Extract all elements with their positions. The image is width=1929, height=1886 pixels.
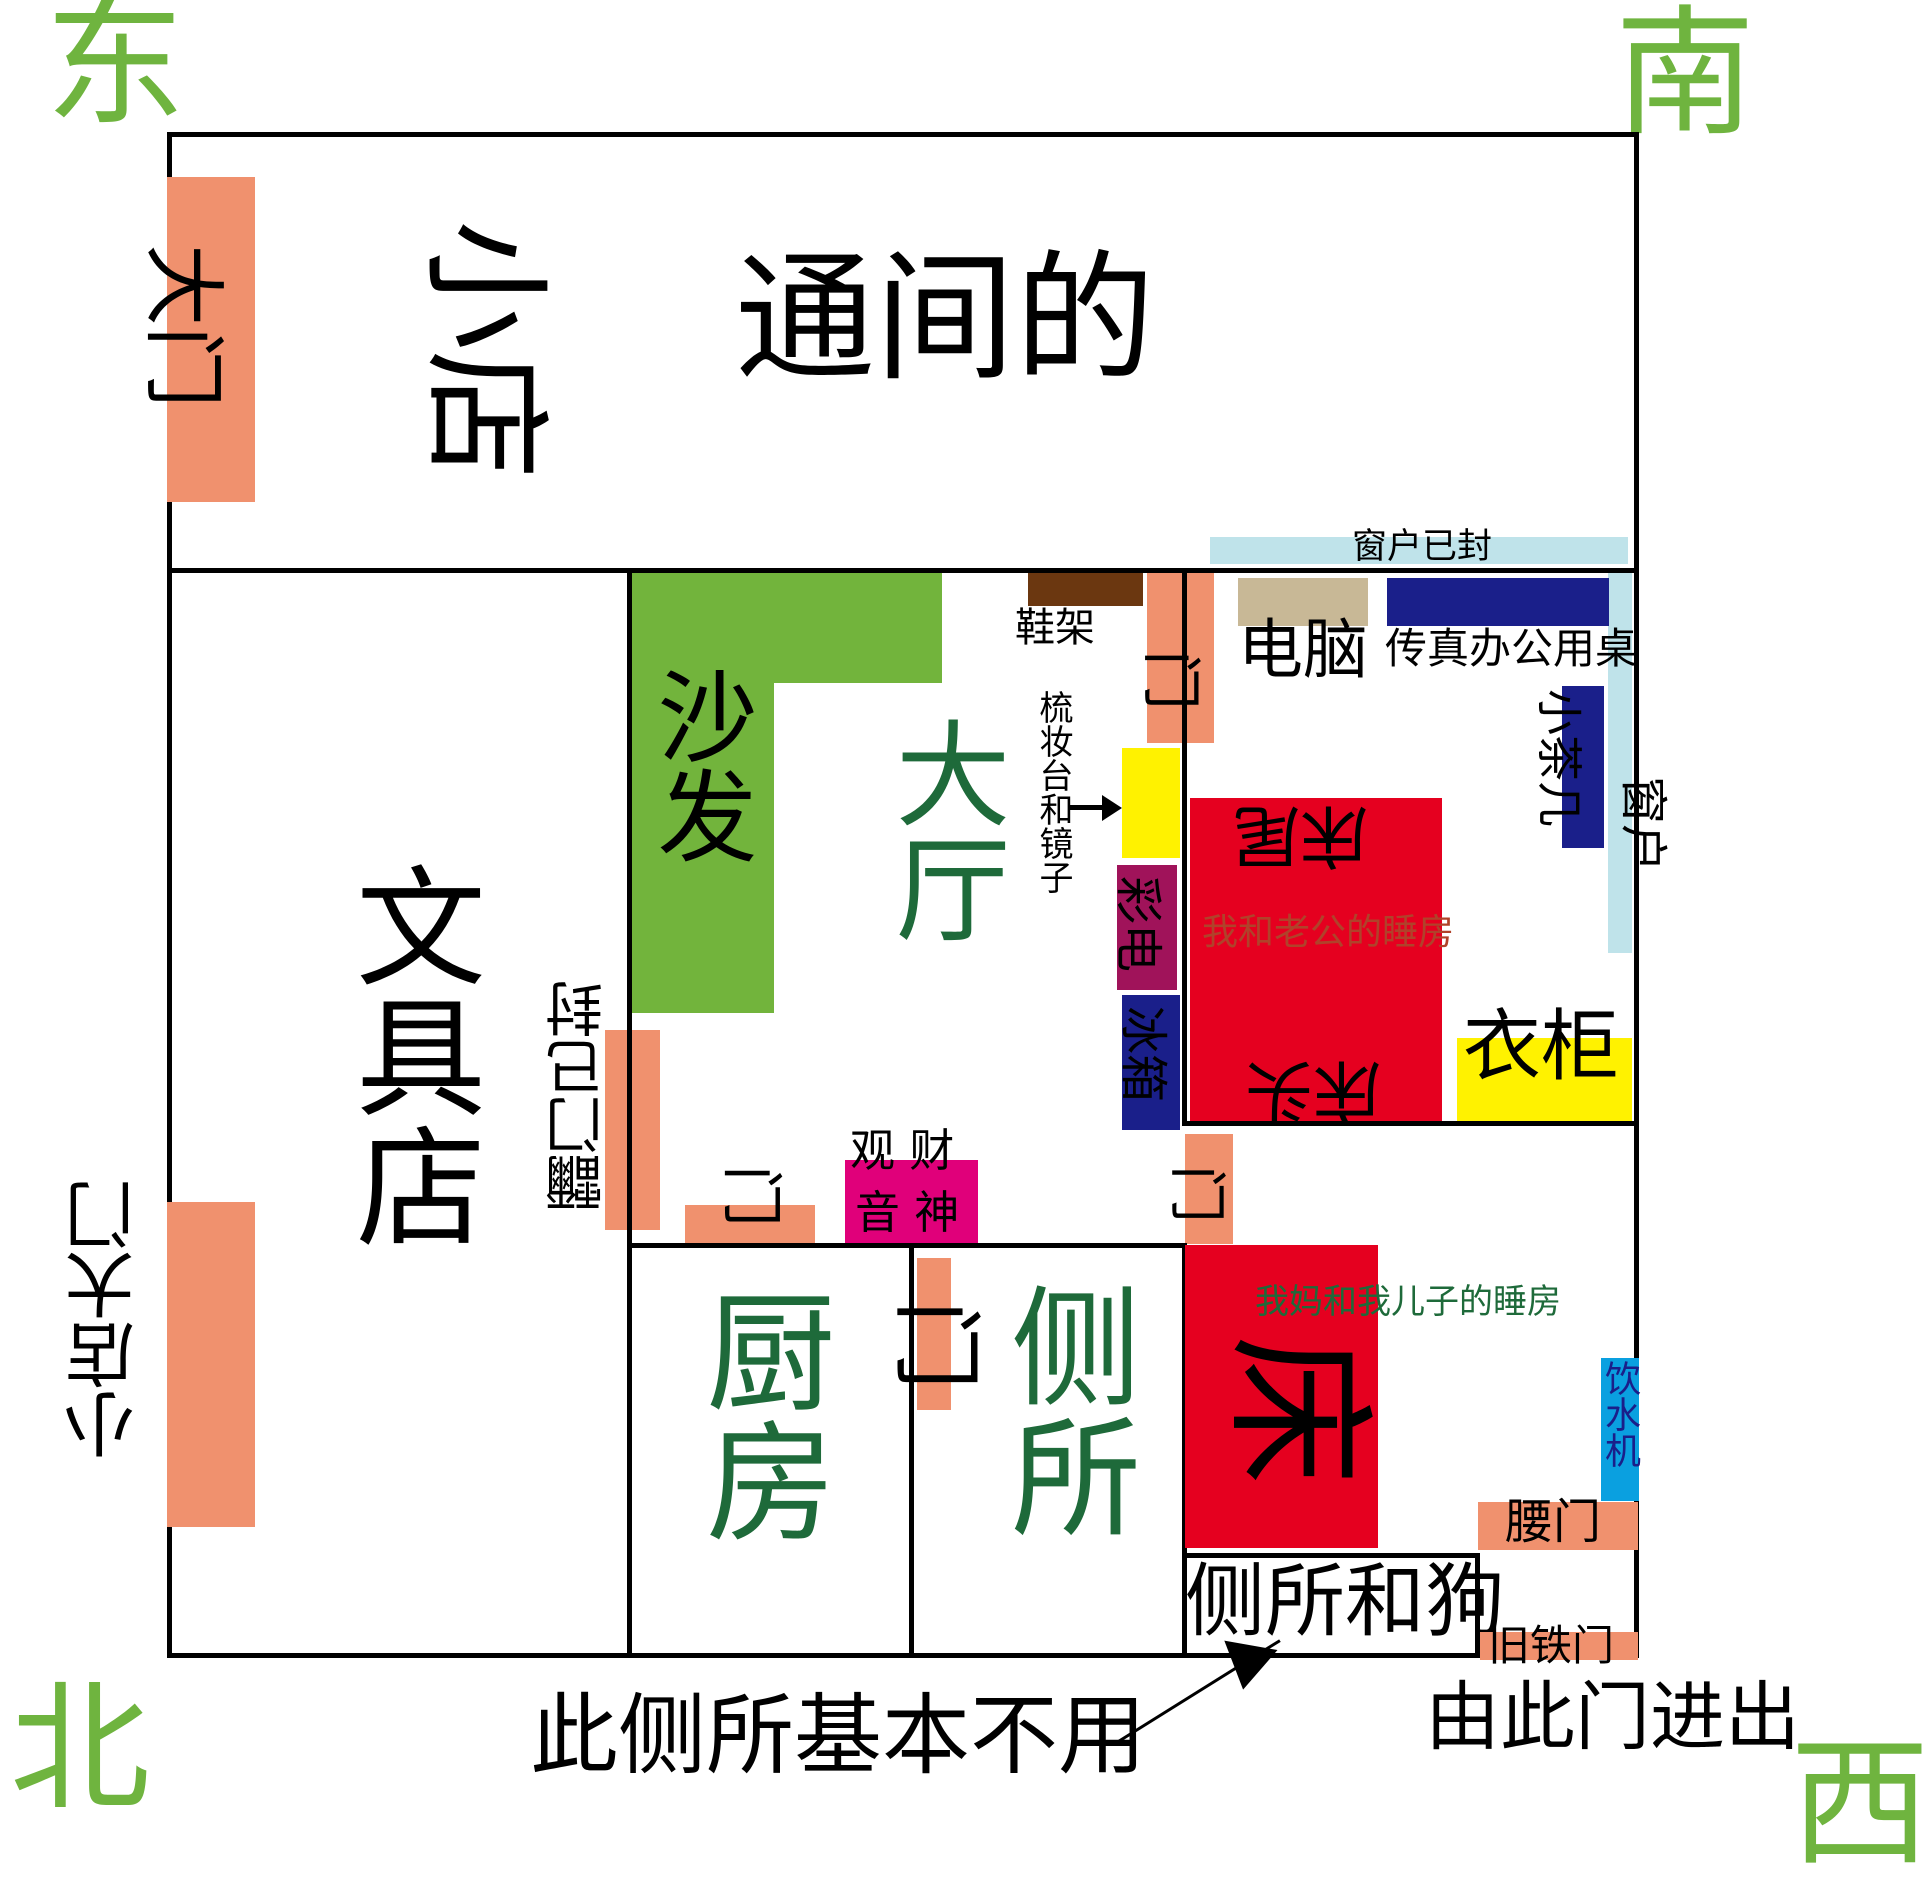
old-iron-door [1480,1632,1638,1660]
mom-room-door-label: 门 [1163,1164,1232,1224]
wardrobe [1457,1038,1632,1121]
toilet-door [917,1258,951,1410]
main-door-label: 大门 [135,243,231,409]
toilet-unused-label: 此侧所基本不用 [530,1684,1147,1787]
ji-door [605,1030,660,1230]
fax-desk [1387,578,1609,626]
east-label: 东 [45,0,186,146]
shrine [845,1160,978,1245]
shrine-line1: 观 财 [850,1124,955,1177]
sealed-window-label: 窗户已封 [1352,527,1493,567]
waist-door-label: 腰门 [1505,1494,1602,1550]
toilet-dog-room [1182,1553,1480,1658]
master-room-label: 我和老公的睡房 [1202,912,1455,953]
tea-table-label: 小茶几 [1532,689,1586,827]
dresser [1122,748,1180,858]
wardrobe-label: 衣柜 [1463,1002,1620,1092]
south-label: 南 [1615,0,1756,156]
annotation-arrow-head [1216,1640,1278,1695]
master-bed [1190,798,1442,1121]
toilet-dog-label: 侧所和狗 [1185,1555,1505,1648]
bed-tail-label: 床尾 [1232,795,1369,874]
dresser-arrow-line [1068,805,1110,810]
master-bedroom [1182,568,1639,1126]
shoe-rack [1028,573,1143,606]
window-label: 窗户 [1615,775,1672,873]
dresser-arrow-head [1102,795,1122,821]
toilet-label: 侧所 [989,1280,1141,1540]
hall-label: 大厅 [876,715,1010,945]
shrine-line2: 音 神 [855,1186,960,1239]
mom-room-door [1185,1134,1233,1244]
kitchen-door [685,1205,815,1245]
enter-exit-label: 由此门进出 [1425,1673,1801,1761]
bed-head-label: 床头 [1245,1050,1382,1129]
sofa-label: 沙发 [640,665,757,865]
dresser-label: 梳妆台和镜子 [1033,690,1073,894]
kitchen-door-label: 门 [715,1164,789,1228]
stationery-label: 文具店 [334,860,486,1250]
ji-door-label: 鿨门已封 [545,980,613,1212]
window [1608,573,1632,953]
fridge [1122,995,1180,1130]
computer-label: 电脑 [1238,613,1369,688]
toilet-door-label: 门 [883,1300,988,1390]
mom-bed-label: 床 [1210,1334,1385,1486]
kitchen-label: 厨房 [684,1285,836,1545]
sealed-window [1210,537,1628,564]
sofa-side [632,573,774,1013]
mom-room-label: 我妈和我儿子的睡房 [1255,1282,1561,1322]
stationery-door [167,1202,255,1527]
north-label: 北 [10,1668,151,1831]
water-dispenser-label: 饮水机 [1599,1360,1640,1468]
stationery-door-label: 小店大门 [64,1180,146,1460]
old-iron-door-label: 旧铁门 [1488,1621,1615,1670]
shoe-rack-label: 鞋架 [1015,605,1095,651]
shop-title: 通间的 [735,238,1156,401]
toilet-room [909,1243,1187,1658]
fridge-label: 冰箱 [1115,1005,1172,1103]
tea-table [1562,686,1604,848]
water-dispenser [1601,1358,1639,1501]
mom-bed [1185,1245,1378,1548]
fax-desk-label: 传真办公用桌 [1385,624,1638,673]
waist-door [1478,1502,1638,1550]
tv-label: 彩电 [1110,875,1167,973]
main-door [167,177,255,502]
tv [1117,865,1177,990]
west-label: 西 [1790,1723,1929,1886]
bedroom-door [1147,573,1214,743]
small-shop-label: 小店 [409,219,562,481]
computer [1238,578,1368,626]
